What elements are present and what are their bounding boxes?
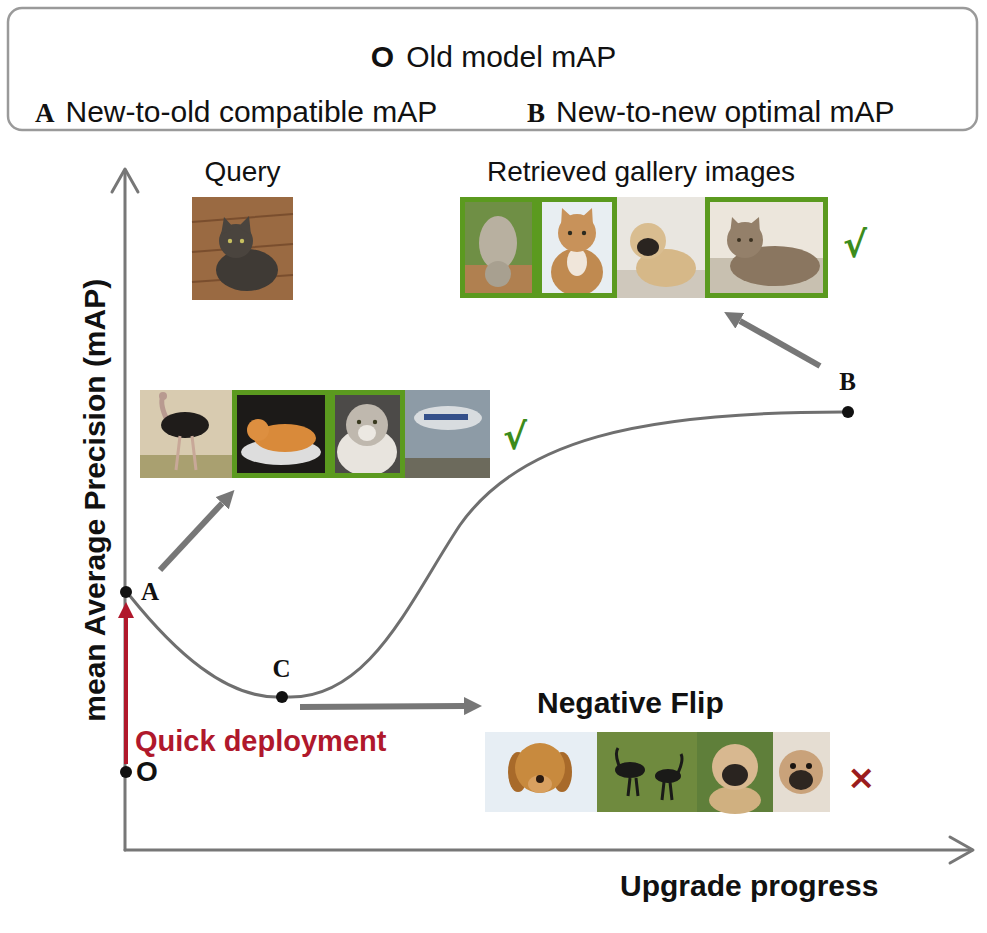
legend-row: O Old model mAP xyxy=(0,40,987,75)
point-letter: A xyxy=(141,578,160,607)
legend-text: Old model mAP xyxy=(406,40,616,73)
arrow-connector xyxy=(124,618,128,764)
point-marker: A xyxy=(120,586,132,598)
arrow-connector xyxy=(160,503,222,570)
check-mark: √ xyxy=(503,416,527,457)
axis-title: Upgrade progress xyxy=(620,869,878,904)
legend-row: A New-to-old compatible mAP xyxy=(35,95,437,130)
image-group: √ xyxy=(140,390,490,478)
legend-symbol: A xyxy=(35,98,56,128)
query-panel: Query xyxy=(192,155,293,300)
arrow-connector xyxy=(300,703,464,710)
gallery-photos xyxy=(460,197,828,298)
curve-connector xyxy=(130,596,277,697)
panel-heading: Negative Flip xyxy=(537,686,724,721)
cross-mark: × xyxy=(847,758,876,797)
axes xyxy=(112,169,973,863)
legend-symbol: B xyxy=(527,98,546,128)
point-marker: O xyxy=(120,766,132,778)
legend-text: New-to-new optimal mAP xyxy=(556,95,894,128)
legend-frame xyxy=(8,8,977,130)
point-marker: C xyxy=(276,691,288,703)
point-letter: C xyxy=(272,655,291,684)
curve-connector xyxy=(287,412,843,697)
point-marker: B xyxy=(842,406,854,418)
query-photo xyxy=(192,197,293,300)
check-mark: √ xyxy=(843,224,867,265)
panel-heading: Retrieved gallery images xyxy=(487,156,795,188)
image-group: Negative Flip× xyxy=(485,686,830,812)
panel-heading: Query xyxy=(204,156,280,188)
compatible-photos xyxy=(140,390,490,478)
arrow-connector xyxy=(740,321,820,366)
negative-flip-photos xyxy=(485,732,830,814)
point-letter: O xyxy=(136,756,158,788)
image-group: Retrieved gallery images√ xyxy=(452,155,830,298)
legend-row: B New-to-new optimal mAP xyxy=(527,95,894,130)
axis-title: mean Average Precision (mAP) xyxy=(78,279,113,722)
legend-text: New-to-old compatible mAP xyxy=(66,95,438,128)
legend-symbol: O xyxy=(371,40,394,73)
point-letter: B xyxy=(839,368,857,397)
connector-label: Quick deployment xyxy=(135,725,386,758)
